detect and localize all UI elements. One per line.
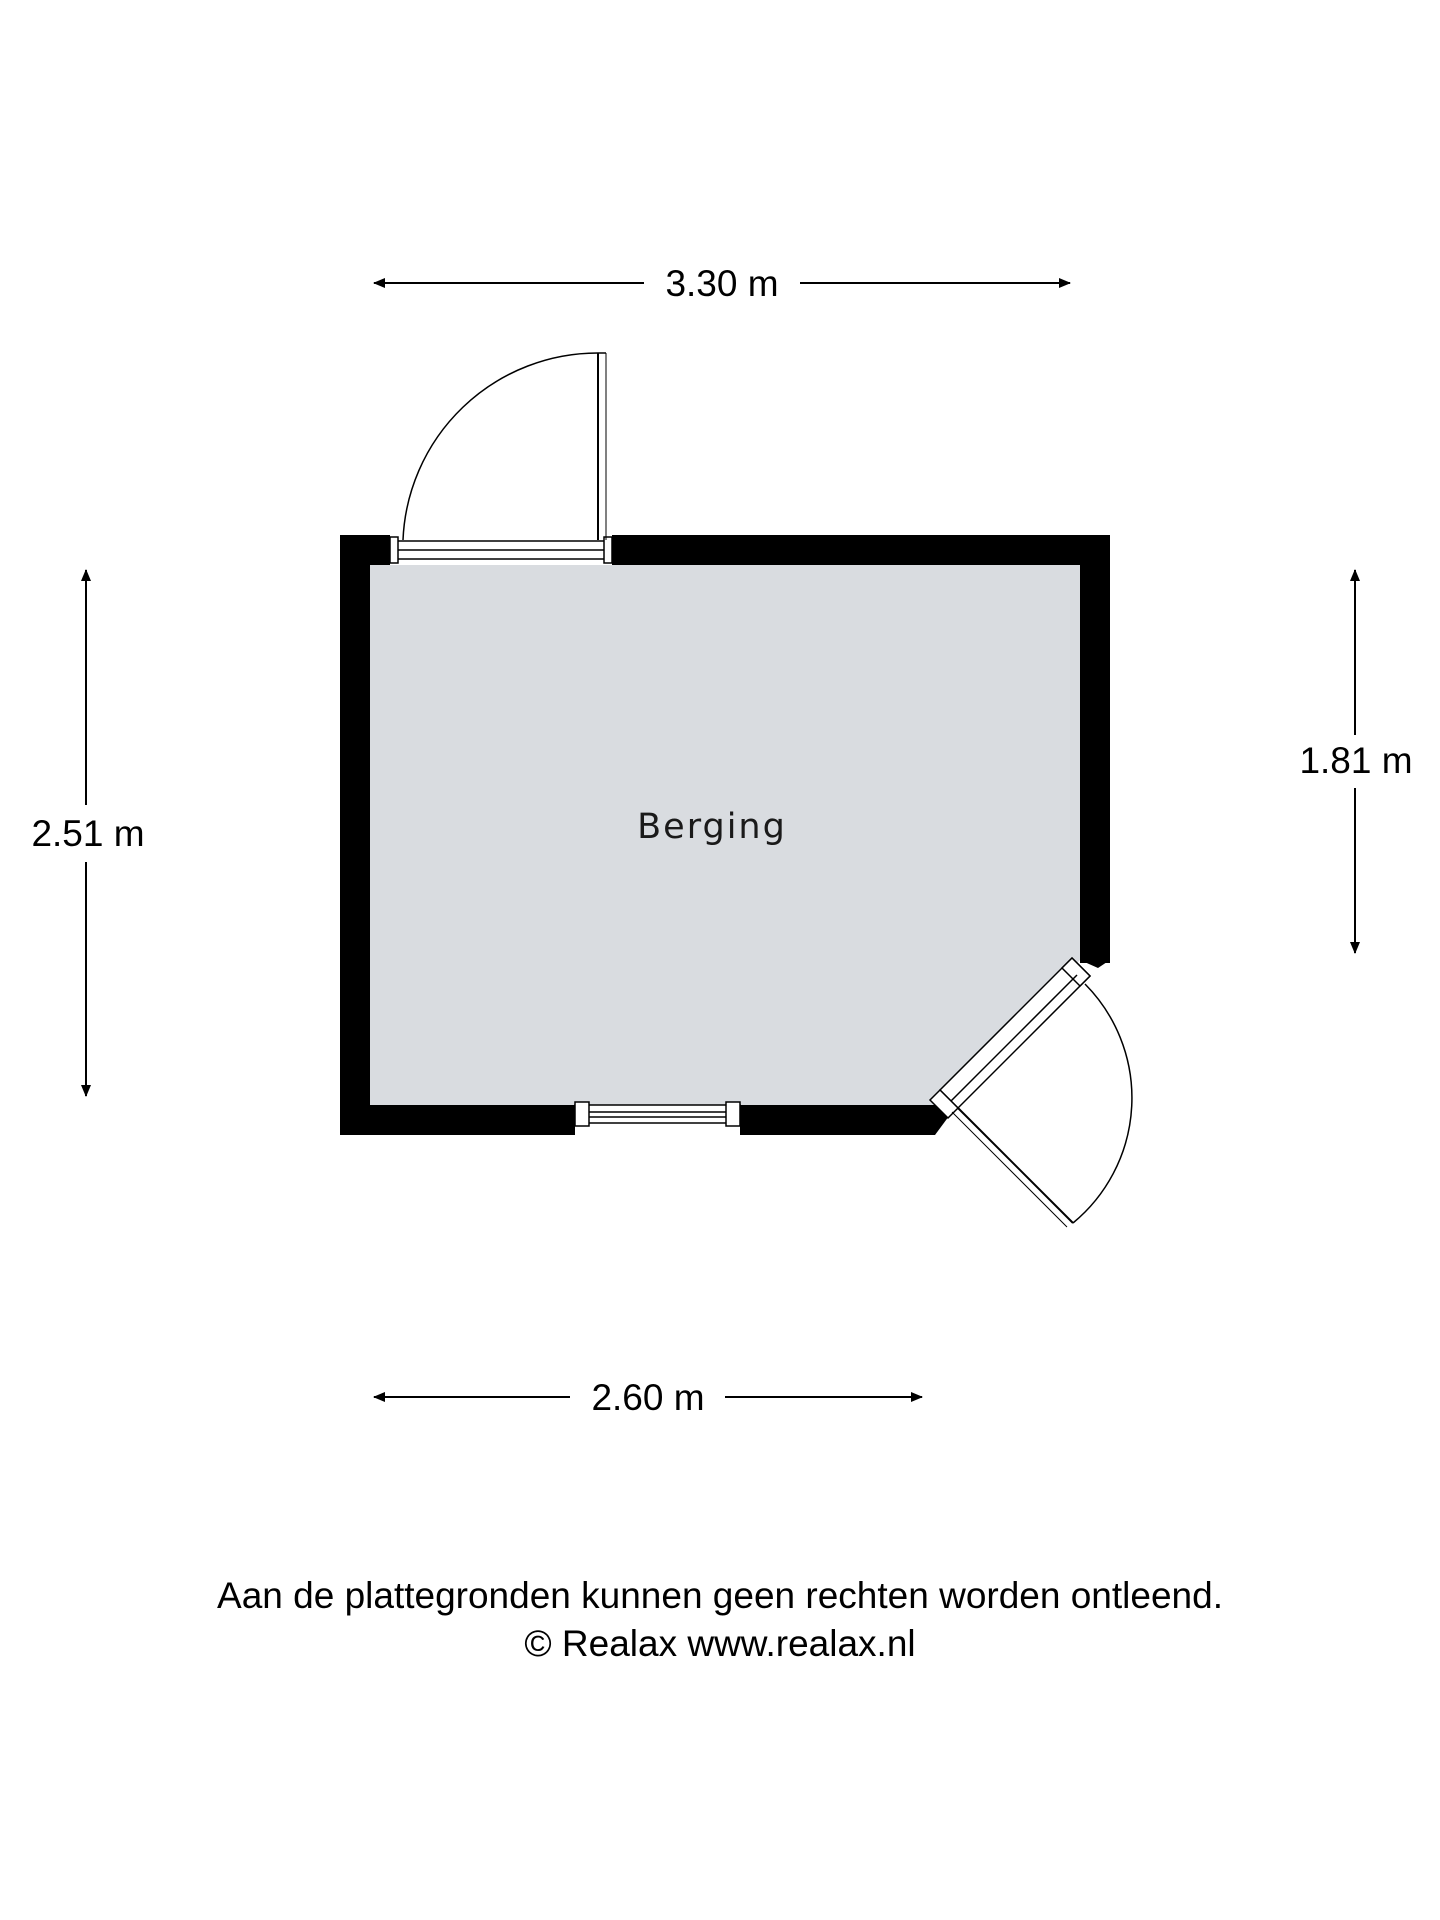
- door-top: [389, 352, 613, 564]
- dimension-right-label: 1.81 m: [1299, 740, 1412, 781]
- room-floor: [370, 565, 1080, 1105]
- room-label: Berging: [637, 807, 787, 847]
- dimension-left-label: 2.51 m: [31, 813, 144, 854]
- dimension-top-label: 3.30 m: [665, 263, 778, 304]
- copyright-text: © Realax www.realax.nl: [524, 1623, 916, 1664]
- window-bottom: [574, 1101, 741, 1127]
- walls: [340, 535, 1110, 1135]
- disclaimer-text: Aan de plattegronden kunnen geen rechten…: [217, 1575, 1223, 1616]
- dimension-bottom-label: 2.60 m: [591, 1377, 704, 1418]
- door-diagonal: [928, 956, 1133, 1228]
